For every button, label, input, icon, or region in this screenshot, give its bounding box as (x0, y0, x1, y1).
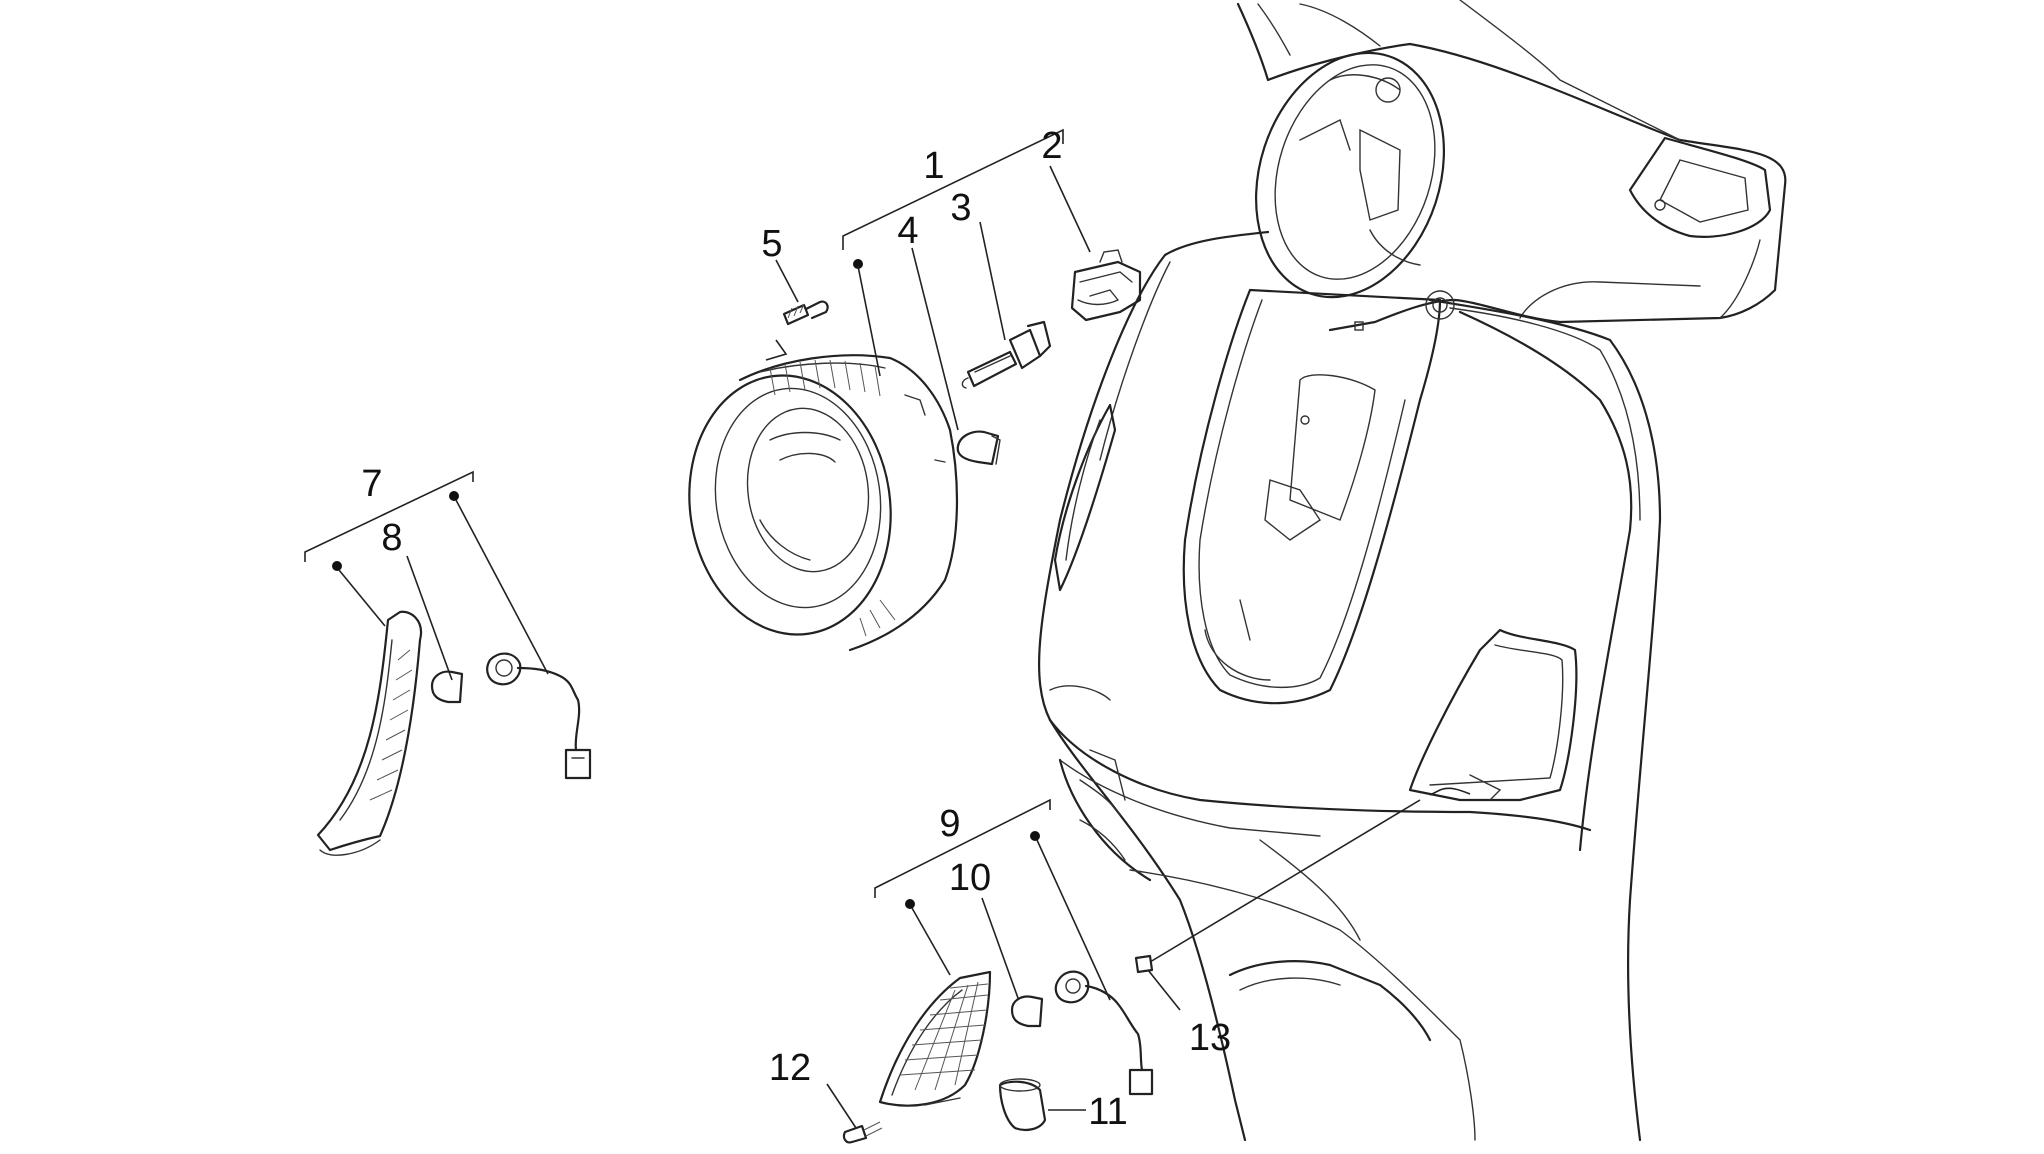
callout-10: 10 (949, 857, 991, 899)
callout-dot (332, 561, 342, 571)
bulb-3 (961, 320, 1052, 389)
callout-dot (905, 899, 915, 909)
callout-1: 1 (923, 145, 944, 187)
callout-12: 12 (769, 1047, 811, 1089)
callout-11: 11 (1088, 1091, 1127, 1133)
left-turn-indicator (304, 470, 592, 856)
headlight-assembly (688, 128, 1142, 652)
callout-5: 5 (761, 223, 782, 265)
scooter-front-body (1038, 0, 1787, 1142)
callout-labels: 1 2 3 4 5 7 8 9 10 11 12 13 (361, 125, 1231, 1133)
bulb-socket-2 (1070, 249, 1142, 322)
callout-4: 4 (897, 210, 918, 252)
callout-7: 7 (361, 463, 382, 505)
screw-5 (782, 300, 829, 326)
bulb-4 (956, 430, 1001, 466)
right-turn-indicator (826, 787, 1471, 1144)
callout-dot (1030, 831, 1040, 841)
callout-2: 2 (1041, 125, 1062, 167)
callout-3: 3 (950, 187, 971, 229)
callout-dot (449, 491, 459, 501)
callout-8: 8 (381, 517, 402, 559)
callout-9: 9 (939, 803, 960, 845)
callout-13: 13 (1189, 1017, 1231, 1059)
callout-dot (853, 259, 863, 269)
